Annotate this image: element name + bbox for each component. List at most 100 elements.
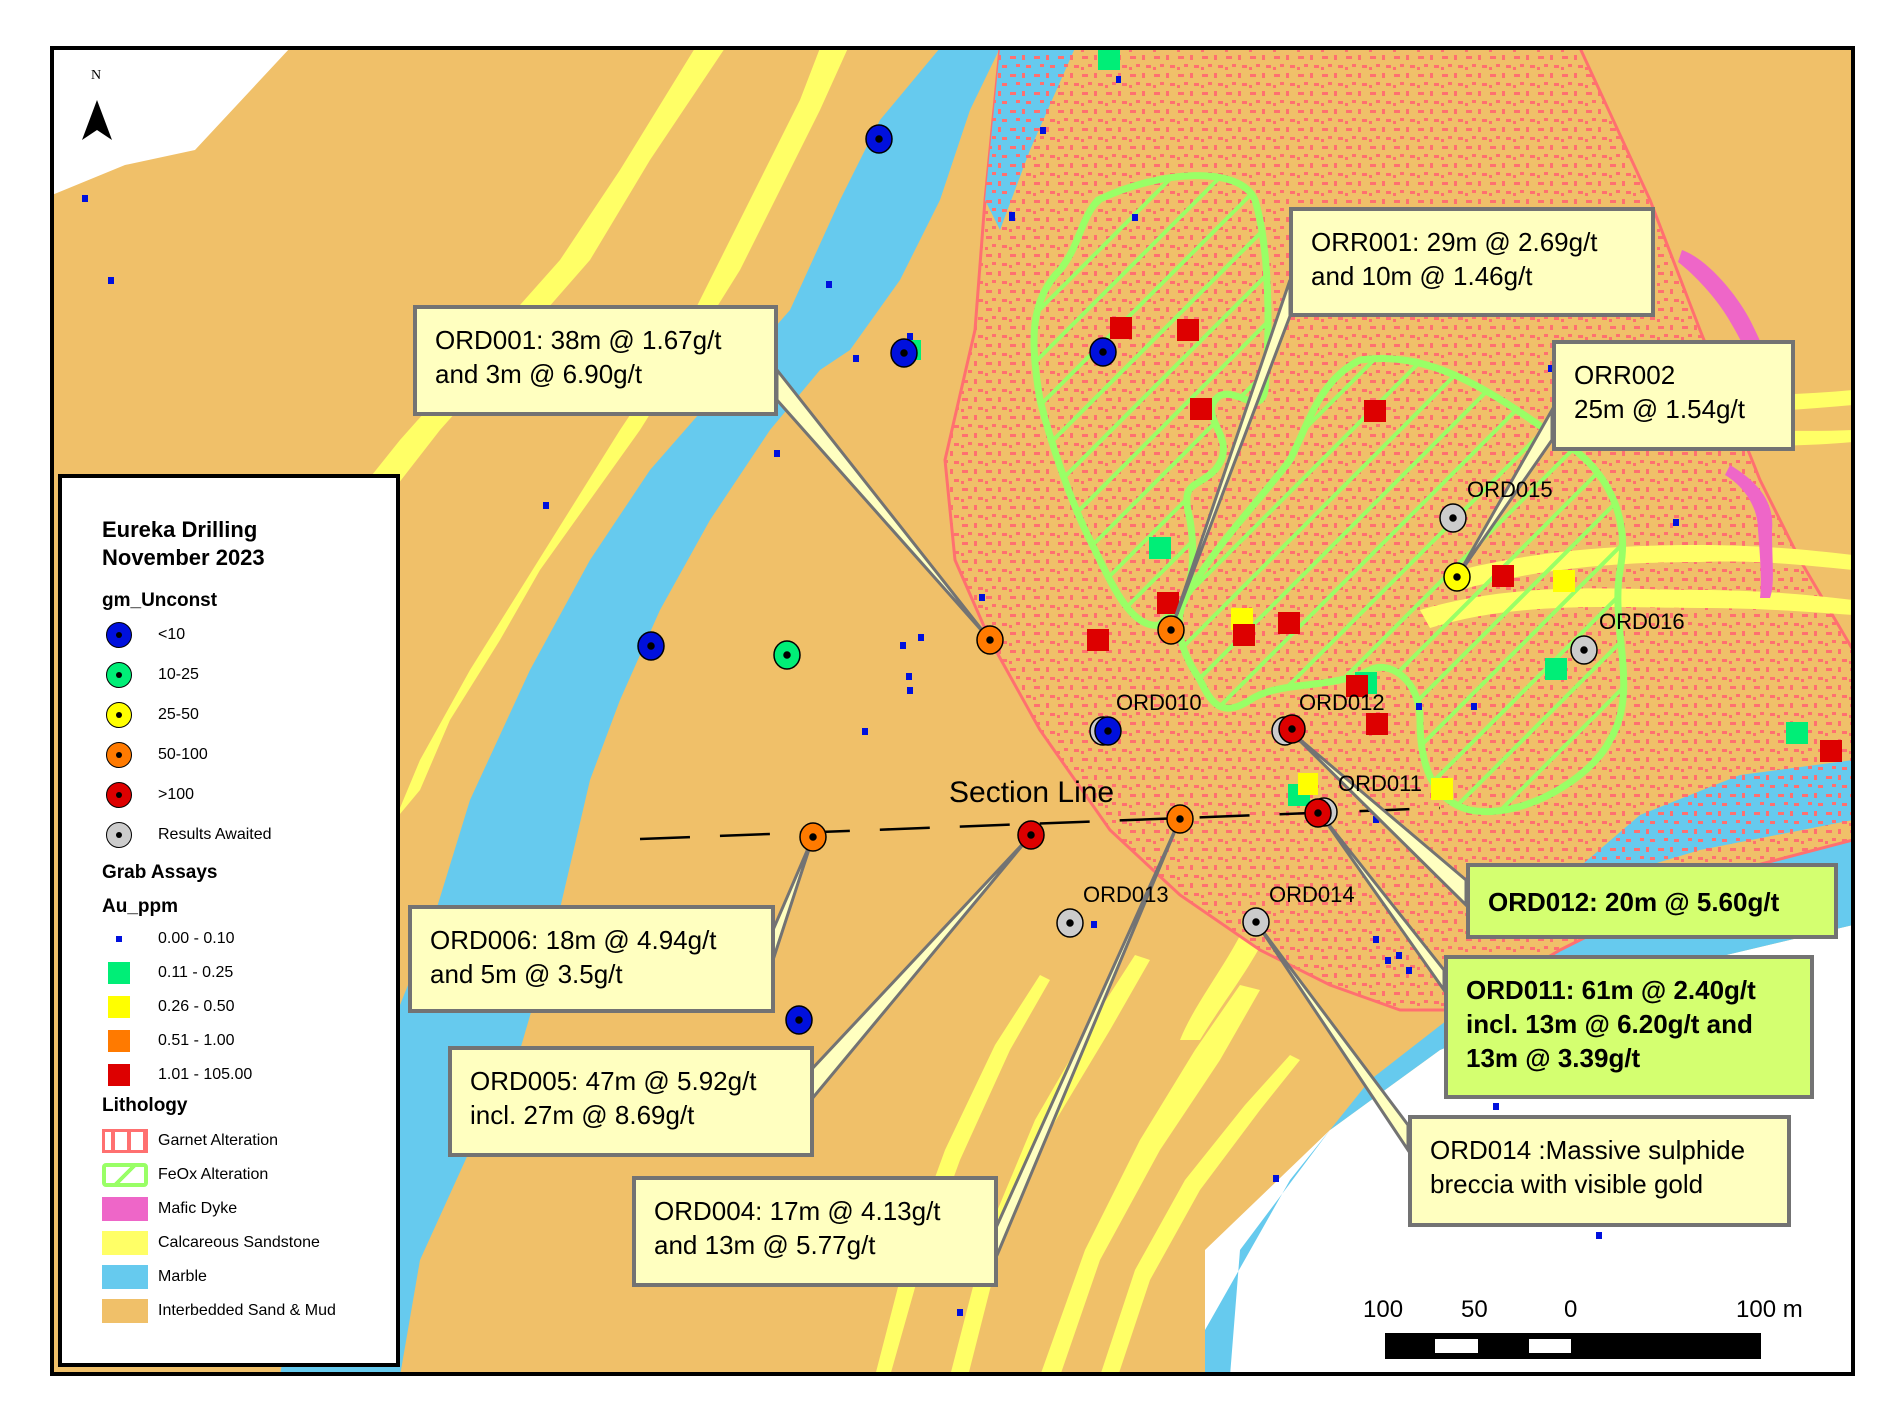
marble-unit [280, 48, 1000, 1374]
legend-title-line1: Eureka Drilling [102, 517, 258, 542]
calcareous-sandstone-band [1040, 985, 1260, 1374]
mafic-dyke-swatch-icon [102, 1197, 148, 1221]
drill-collar-ord014 [1242, 907, 1270, 937]
callout-ord001-line2: and 3m @ 6.90g/t [435, 359, 643, 389]
legend-grab-2: 0.26 - 0.50 [102, 994, 235, 1020]
callout-orr002-line1: ORR002 [1574, 360, 1676, 390]
marble-swatch-icon [102, 1265, 148, 1289]
drill-collar-ord011 [1304, 797, 1338, 828]
legend-lith-marble: Marble [102, 1264, 207, 1290]
callout-ord011-line3: 13m @ 3.39g/t [1466, 1043, 1641, 1073]
callout-ord014: ORD014 :Massive sulphide breccia with vi… [1408, 1115, 1791, 1227]
callout-ord012: ORD012: 20m @ 5.60g/t [1466, 863, 1838, 939]
drill-collar-lt10 [637, 631, 665, 661]
legend-drill-awaited: Results Awaited [102, 822, 272, 848]
legend-lith-garnet: Garnet Alteration [102, 1128, 278, 1154]
drill-collar-10-25 [773, 640, 801, 670]
grab-assays-yellow [1231, 570, 1575, 800]
feox-alteration-zone [1030, 172, 1272, 629]
garnet-alteration-swatch-icon [102, 1129, 148, 1153]
legend-grab-4: 1.01 - 105.00 [102, 1062, 252, 1088]
legend-lith-calc: Calcareous Sandstone [102, 1230, 320, 1256]
legend-grab-field: Au_ppm [102, 896, 178, 917]
map-frame [50, 46, 1855, 1376]
legend-drill-gt100: >100 [102, 782, 194, 808]
collar-blue-icon [106, 622, 132, 648]
drill-collar-ord015 [1439, 503, 1467, 533]
callout-orr001: ORR001: 29m @ 2.69g/t and 10m @ 1.46g/t [1289, 207, 1655, 317]
collar-red-icon [106, 782, 132, 808]
garnet-alteration-zone [985, 48, 1075, 230]
feox-alteration-zone [1175, 355, 1628, 815]
callout-ord005-line1: ORD005: 47m @ 5.92g/t [470, 1066, 757, 1096]
scale-tick-0: 0 [1564, 1296, 1578, 1323]
calcareous-sandstone-band [395, 48, 848, 820]
drill-collar-ord006 [799, 822, 827, 852]
calcareous-sandstone-band [950, 955, 1150, 1374]
grab-assays-low [82, 76, 1679, 1316]
collar-grey-icon [106, 822, 132, 848]
legend-grab-3: 0.51 - 1.00 [102, 1028, 235, 1054]
legend-drill-25-50: 25-50 [102, 702, 199, 728]
callout-ord006-line2: and 5m @ 3.5g/t [430, 959, 623, 989]
legend-grab-header: Grab Assays [102, 862, 218, 883]
north-label: N [91, 68, 102, 83]
callout-ord004-line2: and 13m @ 5.77g/t [654, 1230, 876, 1260]
drill-collar-ord012 [1271, 714, 1306, 746]
legend-lith-feox: FeOx Alteration [102, 1162, 268, 1188]
legend-drill-header: gm_Unconst [102, 590, 218, 611]
legend-title-line2: November 2023 [102, 545, 265, 570]
legend-lith-mafic: Mafic Dyke [102, 1196, 237, 1222]
callout-ord011-line2: incl. 13m @ 6.20g/t and [1466, 1009, 1753, 1039]
scale-bar [1385, 1333, 1761, 1359]
drill-collar-lt10 [1089, 337, 1117, 367]
hole-label-ord012: ORD012 [1299, 690, 1385, 715]
callout-ord014-line2: breccia with visible gold [1430, 1169, 1704, 1199]
callout-ord012-line1: ORD012: 20m @ 5.60g/t [1488, 887, 1780, 917]
grab-orange-icon [108, 1030, 130, 1052]
legend-lithology-header: Lithology [102, 1095, 188, 1116]
hole-label-ord015: ORD015 [1467, 477, 1553, 502]
drill-collar-lt10 [890, 338, 918, 368]
drill-collar-ord013 [1056, 908, 1084, 938]
scale-tick-100-right: 100 m [1736, 1296, 1803, 1323]
sand-mud-swatch-icon [102, 1299, 148, 1323]
callout-ord005-line2: incl. 27m @ 8.69g/t [470, 1100, 695, 1130]
section-line-label: Section Line [949, 776, 1115, 809]
drill-collar-lt10 [865, 124, 893, 154]
drill-collar-ord001 [976, 625, 1004, 655]
drill-collar-ord005 [1017, 820, 1045, 850]
hole-label-ord010: ORD010 [1116, 690, 1202, 715]
drill-collar-orr002 [1443, 562, 1471, 592]
grab-yellow-icon [108, 996, 130, 1018]
hole-label-ord013: ORD013 [1083, 882, 1169, 907]
callout-ord011: ORD011: 61m @ 2.40g/t incl. 13m @ 6.20g/… [1444, 955, 1814, 1099]
callout-orr001-line2: and 10m @ 1.46g/t [1311, 261, 1533, 291]
drill-collars [637, 124, 1598, 1035]
drill-collar-ord010 [1089, 716, 1122, 746]
grab-red-icon [108, 1064, 130, 1086]
grab-blue-icon [116, 936, 122, 942]
calcareous-sandstone-band [875, 975, 1050, 1374]
no-data-area [52, 48, 290, 195]
hole-label-ord016: ORD016 [1599, 609, 1685, 634]
callout-ord011-line1: ORD011: 61m @ 2.40g/t [1466, 975, 1756, 1005]
callout-ord006-line1: ORD006: 18m @ 4.94g/t [430, 925, 717, 955]
grab-assays-red [1087, 317, 1842, 762]
scale-tick-50: 50 [1461, 1296, 1488, 1323]
feox-alteration-swatch-icon [102, 1163, 148, 1187]
callout-ord014-line1: ORD014 :Massive sulphide [1430, 1135, 1746, 1165]
legend-drill-50-100: 50-100 [102, 742, 208, 768]
callout-ord004-line1: ORD004: 17m @ 4.13g/t [654, 1196, 941, 1226]
drill-collar-orr001 [1157, 615, 1185, 645]
north-arrow-icon [82, 100, 112, 140]
legend-drill-10-25: 10-25 [102, 662, 199, 688]
mafic-dyke [1725, 465, 1773, 598]
grab-green-icon [108, 962, 130, 984]
calcareous-sandstone-swatch-icon [102, 1231, 148, 1255]
callout-ord004: ORD004: 17m @ 4.13g/t and 13m @ 5.77g/t [632, 1176, 998, 1287]
callout-ord001: ORD001: 38m @ 1.67g/t and 3m @ 6.90g/t [413, 305, 778, 416]
drill-collar-lt10 [785, 1005, 813, 1035]
calcareous-sandstone-band [1100, 1055, 1300, 1374]
legend-grab-0: 0.00 - 0.10 [102, 926, 235, 952]
